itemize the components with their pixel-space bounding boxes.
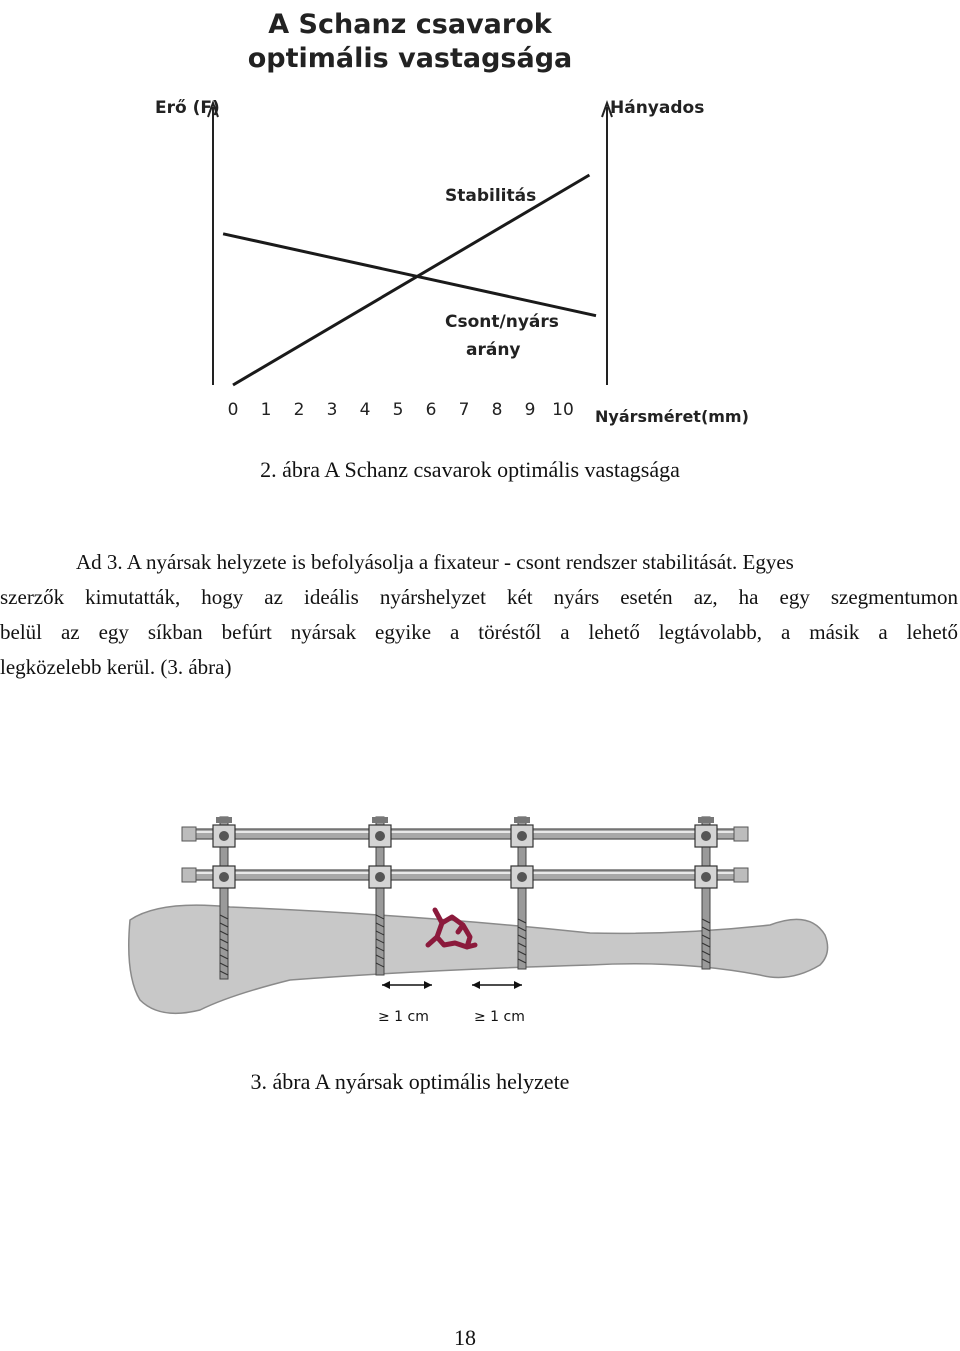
pin-2 [368,816,392,976]
x-tick-label-10: 10 [552,400,574,420]
series-line-stabilitas [232,173,591,387]
x-tick-label-3: 3 [327,400,338,420]
x-tick-label-9: 9 [525,400,536,420]
rod-upper [181,826,749,842]
distance-label-right: ≥ 1 cm [474,1009,525,1025]
left-axis-arrow [207,100,219,118]
chart-title: A Schanz csavarok optimális vastagsága [200,8,620,76]
series-label-csont-nyars-line1: Csont/nyárs [445,312,559,332]
x-tick-label-8: 8 [492,400,503,420]
x-tick-label-4: 4 [360,400,371,420]
paragraph-line-4: legközelebb kerül. (3. ábra) [0,655,232,679]
x-tick-label-7: 7 [459,400,470,420]
series-layer [222,173,597,387]
x-tick-label-2: 2 [294,400,305,420]
x-tick-label-1: 1 [261,400,272,420]
left-axis-label: Erő (F) [155,98,220,118]
pin-3 [510,816,534,970]
fracture-line [425,907,478,950]
paragraph-line-3: belül az egy síkban befúrt nyársak egyik… [0,620,958,644]
series-label-csont-nyars-line2: arány [466,340,521,360]
body-paragraph: Ad 3. A nyársak helyzete is befolyásolja… [0,545,958,685]
pin-4 [694,816,718,970]
figure-2-caption: 2. ábra A Schanz csavarok optimális vast… [260,457,680,482]
distance-arrow-left [382,981,432,989]
distance-label-left: ≥ 1 cm [378,1009,429,1025]
series-line-csont-nyars-arany [222,232,597,318]
right-axis-arrow [601,100,613,118]
distance-arrow-right [472,981,522,989]
rod-lower [181,867,749,883]
fixator-diagram: ≥ 1 cm ≥ 1 cm [128,816,829,1025]
paragraph-line-2: szerzők kimutatták, hogy az ideális nyár… [0,585,958,609]
chart-title-line2: optimális vastagsága [247,43,573,74]
bone [128,904,829,1015]
figure-3-caption: 3. ábra A nyársak optimális helyzete [250,1069,570,1094]
x-tick-label-6: 6 [426,400,437,420]
x-tick-layer: 0 1 2 3 4 5 6 7 8 9 10 [228,400,574,420]
x-axis-label: Nyársméret(mm) [595,407,749,426]
x-tick-label-0: 0 [228,400,239,420]
paragraph-line-1: Ad 3. A nyársak helyzete is befolyásolja… [76,550,794,574]
stability-chart: Erő (F) Hányados Stabilitás Csont/nyárs … [155,98,749,426]
right-axis-label: Hányados [610,98,704,118]
x-tick-label-5: 5 [393,400,404,420]
pin-1 [212,816,236,980]
page-number: 18 [454,1325,476,1350]
series-label-stabilitas: Stabilitás [445,186,536,206]
chart-title-line1: A Schanz csavarok [268,9,552,40]
